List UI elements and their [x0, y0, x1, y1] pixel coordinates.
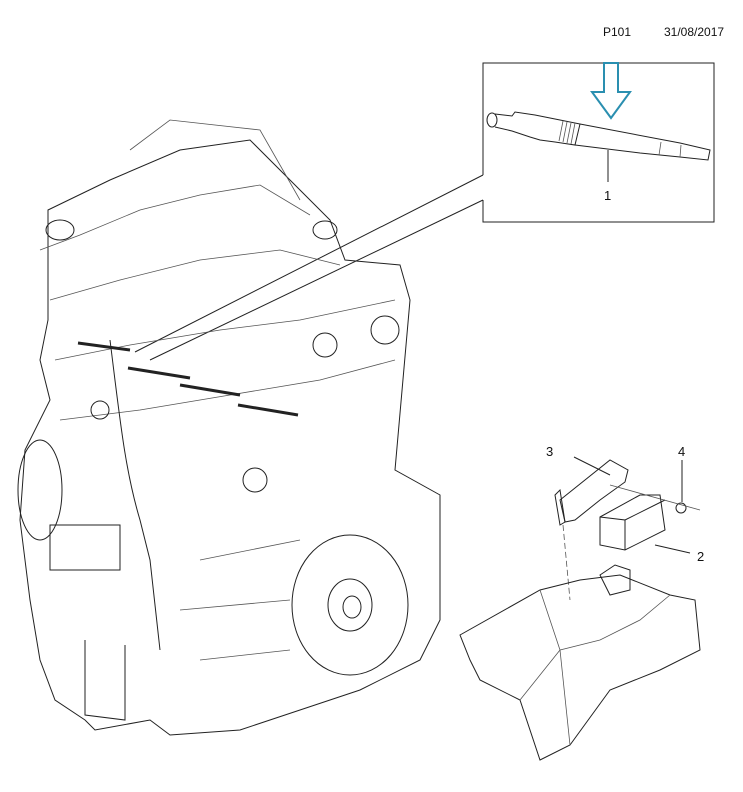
page-code: P101: [603, 25, 632, 39]
detail-box-glow-plug: [134, 62, 715, 361]
glow-plug-detail: [486, 111, 711, 182]
diagram-date: 31/08/2017: [664, 25, 725, 39]
engine-block: [17, 119, 441, 736]
callout-2: 2: [697, 549, 705, 564]
callout-3: 3: [546, 444, 554, 459]
nut-part-4: [609, 460, 701, 514]
callout-1: 1: [604, 188, 612, 203]
battery-tray: [459, 564, 701, 761]
control-module-part-2: [599, 494, 691, 554]
callout-4: 4: [678, 444, 686, 459]
bracket-part-3: [554, 456, 629, 526]
glow-plugs-installed: [77, 341, 299, 417]
install-direction-arrow-icon: [590, 62, 632, 120]
